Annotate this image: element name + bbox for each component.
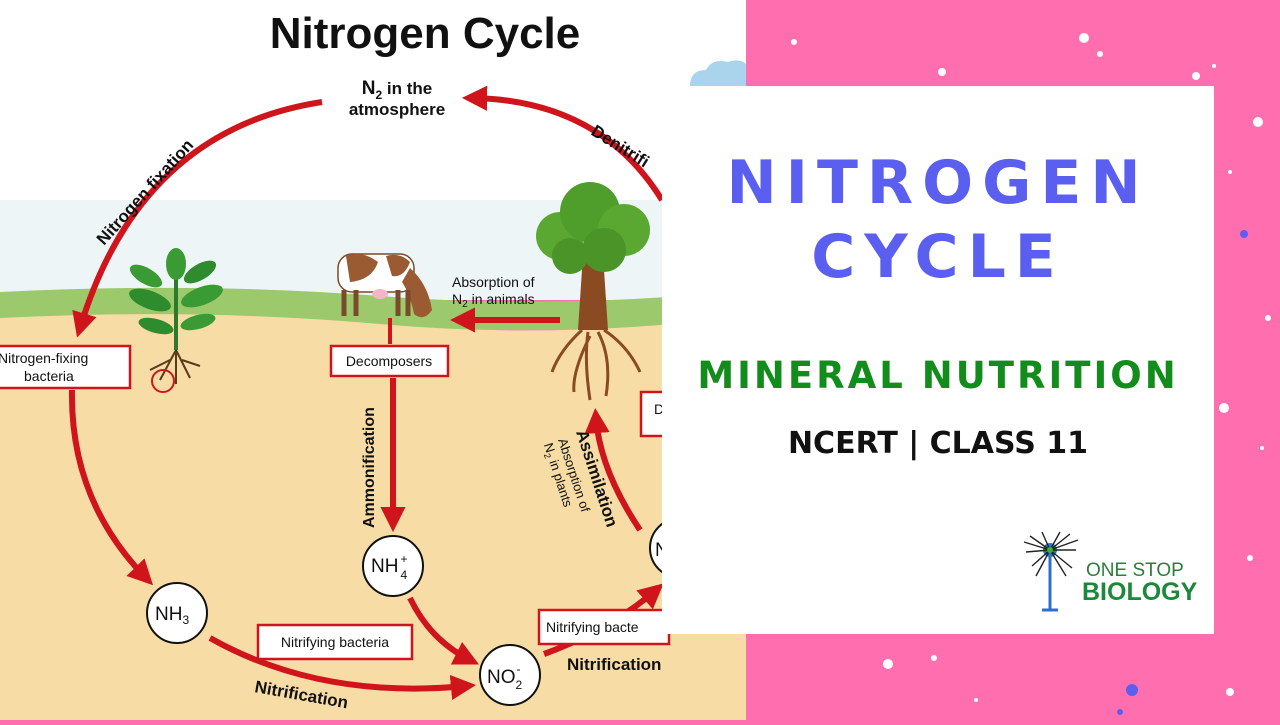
- cloud-shape: [690, 60, 746, 86]
- arrow-denitrification: [461, 85, 665, 202]
- dot: [1265, 315, 1271, 321]
- dot: [791, 39, 797, 45]
- arrow-assimilation: [584, 407, 643, 532]
- card-title-line2: CYCLE: [811, 222, 1065, 292]
- box-decomposers: [329, 344, 450, 378]
- nitrogen-cycle-diagram: Nitrogen Cycle N2 in the atmosphere Nitr…: [0, 0, 746, 720]
- one-stop-biology-logo: ONE STOP BIOLOGY: [1022, 530, 1202, 620]
- label-absorption-animals: Absorption of: [452, 274, 535, 290]
- dot: [974, 698, 978, 702]
- label-ammonification: Ammonification: [361, 407, 378, 528]
- arrow-nh4-to-no2: [407, 596, 480, 665]
- dot: [1226, 688, 1234, 696]
- label-absorption-animals-line2: N2 in animals: [452, 291, 535, 310]
- title-card: NITROGEN CYCLE MINERAL NUTRITION NCERT |…: [662, 86, 1214, 634]
- label-nitrifying-2: Nitrifying bacte: [546, 619, 639, 635]
- logo-text-biology: BIOLOGY: [1082, 578, 1198, 606]
- diagram-title: Nitrogen Cycle: [270, 9, 581, 58]
- card-subtitle: MINERAL NUTRITION: [697, 354, 1179, 397]
- arrow-nh3-to-no2: [208, 635, 477, 700]
- dot: [1192, 72, 1200, 80]
- pink-background-panel: [746, 0, 1280, 720]
- diagram-svg: Nitrogen Cycle N2 in the atmosphere Nitr…: [0, 0, 746, 720]
- pink-dots: [791, 33, 1271, 715]
- atmosphere-label: N2 in the: [362, 78, 432, 102]
- label-partial-box: D: [654, 401, 664, 417]
- box-nitrifying-bacteria-1: [256, 623, 414, 661]
- dot: [931, 655, 937, 661]
- dot: [1079, 33, 1089, 43]
- arrow-bacteria-to-nh3: [68, 389, 154, 586]
- card-title-line1: NITROGEN: [726, 148, 1150, 218]
- label-nh4: NH+4: [371, 552, 407, 582]
- logo-text-one-stop: ONE STOP: [1086, 560, 1184, 581]
- circle-nh3: [146, 582, 208, 644]
- dot: [938, 68, 946, 76]
- label-nh3: NH3: [155, 604, 189, 627]
- dot: [1126, 684, 1138, 696]
- dot: [1212, 64, 1216, 68]
- label-nitrification-2: Nitrification: [567, 655, 661, 674]
- neuron-logo-icon: [1023, 531, 1079, 612]
- cow-illustration: [337, 253, 432, 318]
- dot: [1097, 51, 1103, 57]
- dot: [1117, 709, 1123, 715]
- dot: [1228, 170, 1232, 174]
- label-fixing-bacteria-1: Nitrogen-fixing: [0, 350, 88, 366]
- label-no2: NO-2: [487, 662, 523, 692]
- dot: [1247, 555, 1253, 561]
- dot: [1260, 446, 1264, 450]
- plant-illustration: [129, 248, 223, 393]
- label-decomposers: Decomposers: [346, 353, 432, 369]
- dot: [883, 659, 893, 669]
- tree-illustration: [536, 182, 650, 401]
- box-nitrogen-fixing-bacteria: [0, 344, 132, 390]
- arrow-nitrogen-fixation: [72, 99, 323, 338]
- label-fixing-bacteria-2: bacteria: [24, 368, 74, 384]
- atmosphere-label-line2: atmosphere: [349, 100, 445, 119]
- circle-nh4: [362, 535, 424, 597]
- card-class-label: NCERT | CLASS 11: [787, 426, 1089, 461]
- dot: [1219, 403, 1229, 413]
- dot: [1253, 117, 1263, 127]
- circle-no2: [479, 644, 541, 706]
- label-nitrifying-1: Nitrifying bacteria: [281, 634, 389, 650]
- dot: [1240, 230, 1248, 238]
